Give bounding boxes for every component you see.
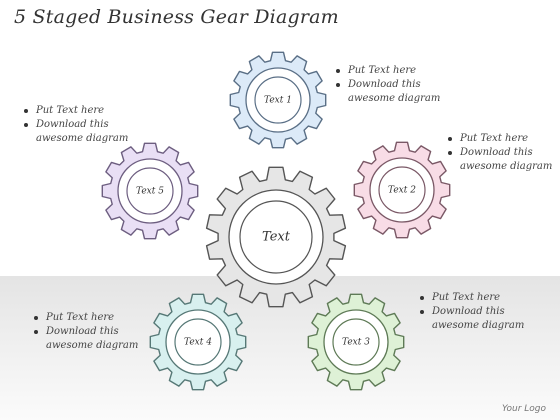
gear-4-label: Text 4: [184, 338, 212, 348]
gear-1: Text 1: [229, 51, 327, 149]
gear-center-hub: [239, 200, 313, 274]
gear-3-hub: [332, 318, 380, 366]
note-bullet: Download this awesome diagram: [22, 118, 128, 146]
note-bullet: Put Text here: [418, 291, 524, 305]
note-line: awesome diagram: [348, 93, 441, 104]
gear-center-label: Text: [262, 230, 291, 245]
note-bullet: Download this awesome diagram: [334, 78, 440, 106]
gear-2-label: Text 2: [388, 186, 416, 196]
note-bullet: Download this awesome diagram: [32, 325, 138, 353]
gear-4: Text 4: [149, 293, 247, 391]
gear-center: Text: [205, 166, 347, 308]
gear-1-hub: [254, 76, 302, 124]
diagram-title: 5 Staged Business Gear Diagram: [14, 6, 339, 28]
note-line: awesome diagram: [460, 161, 553, 172]
gear-2: Text 2: [353, 141, 451, 239]
note-line: Download this: [432, 306, 505, 317]
gear-1-label: Text 1: [264, 96, 292, 106]
gear-2-hub: [378, 166, 426, 214]
note-gear-3: Put Text here Download this awesome diag…: [418, 291, 524, 333]
note-line: awesome diagram: [432, 320, 525, 331]
note-gear-2: Put Text here Download this awesome diag…: [446, 132, 552, 174]
note-line: Download this: [460, 147, 533, 158]
gear-5-hub: [126, 167, 174, 215]
note-bullet: Put Text here: [32, 311, 138, 325]
note-line: Download this: [46, 326, 119, 337]
note-gear-5: Put Text here Download this awesome diag…: [22, 104, 128, 146]
note-bullet: Put Text here: [334, 64, 440, 78]
gear-4-hub: [174, 318, 222, 366]
note-gear-1: Put Text here Download this awesome diag…: [334, 64, 440, 106]
note-line: Download this: [36, 119, 109, 130]
note-bullet: Put Text here: [22, 104, 128, 118]
gear-5-label: Text 5: [136, 187, 164, 197]
note-bullet: Put Text here: [446, 132, 552, 146]
note-line: Download this: [348, 79, 421, 90]
gear-5: Text 5: [101, 142, 199, 240]
gear-3: Text 3: [307, 293, 405, 391]
note-line: awesome diagram: [46, 340, 139, 351]
note-bullet: Download this awesome diagram: [446, 146, 552, 174]
logo-text: Your Logo: [501, 404, 546, 414]
note-gear-4: Put Text here Download this awesome diag…: [32, 311, 138, 353]
note-line: awesome diagram: [36, 133, 129, 144]
gear-3-label: Text 3: [342, 338, 370, 348]
note-bullet: Download this awesome diagram: [418, 305, 524, 333]
